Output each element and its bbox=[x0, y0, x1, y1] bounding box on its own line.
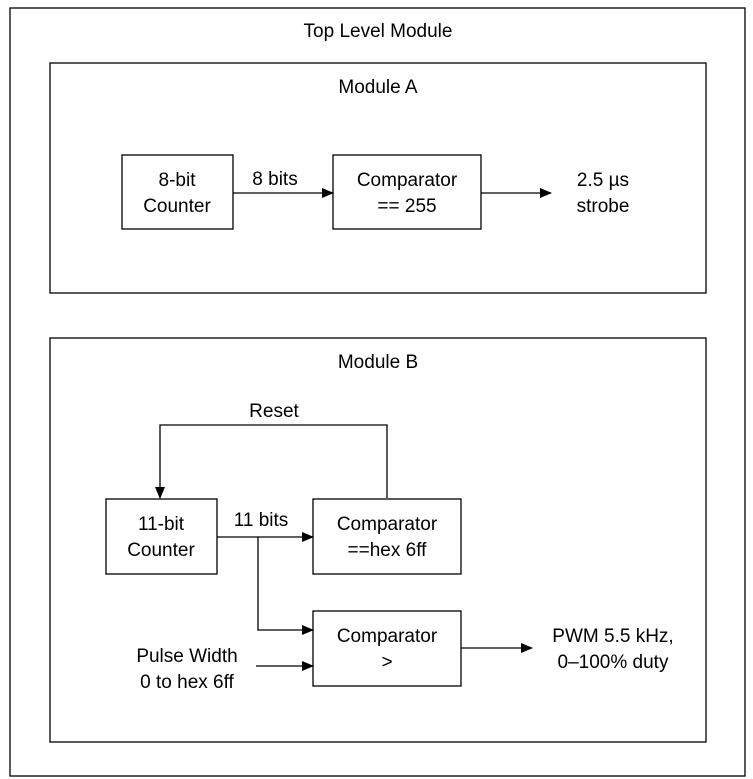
module-b-counter-label-line2: Counter bbox=[127, 540, 195, 561]
module-a-bus-label: 8 bits bbox=[252, 169, 297, 190]
module-b-output-label-line2: 0–100% duty bbox=[558, 652, 669, 673]
module-b-counter-block bbox=[105, 498, 218, 575]
module-b-title: Module B bbox=[338, 352, 418, 373]
module-a-output-label-line1: 2.5 µs bbox=[577, 170, 629, 191]
module-b-comparator-bottom-block bbox=[312, 610, 462, 687]
module-b-reset-loop bbox=[155, 424, 388, 499]
module-a: Module A 8-bit Counter 8 bits Comparator… bbox=[49, 62, 707, 294]
module-b-bus-label: 11 bits bbox=[234, 510, 289, 531]
module-a-counter-label-line2: Counter bbox=[143, 196, 211, 217]
module-a-counter-block bbox=[121, 154, 234, 230]
module-b-comparator-top-label-line1: Comparator bbox=[337, 514, 438, 535]
module-a-output-label-line2: strobe bbox=[577, 196, 630, 217]
module-b-comparator-top-label-line2: ==hex 6ff bbox=[348, 540, 428, 561]
module-b-reset-label: Reset bbox=[249, 401, 299, 422]
module-a-title: Module A bbox=[338, 77, 418, 98]
module-b-counter-label-line1: 11-bit bbox=[138, 514, 185, 535]
module-a-comparator-label-line2: == 255 bbox=[377, 196, 436, 217]
module-b-comparator-top-block bbox=[312, 498, 462, 575]
module-b-comparator-bottom-label-line2: > bbox=[381, 652, 392, 673]
module-b: Module B Reset 11-bit Counter 11 bits Co… bbox=[49, 337, 707, 743]
module-b-frame bbox=[49, 337, 707, 743]
module-b-comparator-bottom-label-line1: Comparator bbox=[337, 626, 438, 647]
module-b-input-label-line1: Pulse Width bbox=[136, 646, 237, 667]
module-a-frame bbox=[49, 62, 707, 294]
module-b-input-label-line2: 0 to hex 6ff bbox=[140, 672, 234, 693]
top-level-module-title: Top Level Module bbox=[304, 21, 453, 42]
top-level-module-frame bbox=[9, 7, 746, 777]
module-b-output-label-line1: PWM 5.5 kHz, bbox=[552, 626, 673, 647]
module-a-counter-label-line1: 8-bit bbox=[159, 170, 197, 191]
module-b-bus-branch-arrow bbox=[257, 537, 314, 635]
module-a-comparator-label-line1: Comparator bbox=[357, 170, 458, 191]
module-a-comparator-block bbox=[332, 154, 482, 230]
